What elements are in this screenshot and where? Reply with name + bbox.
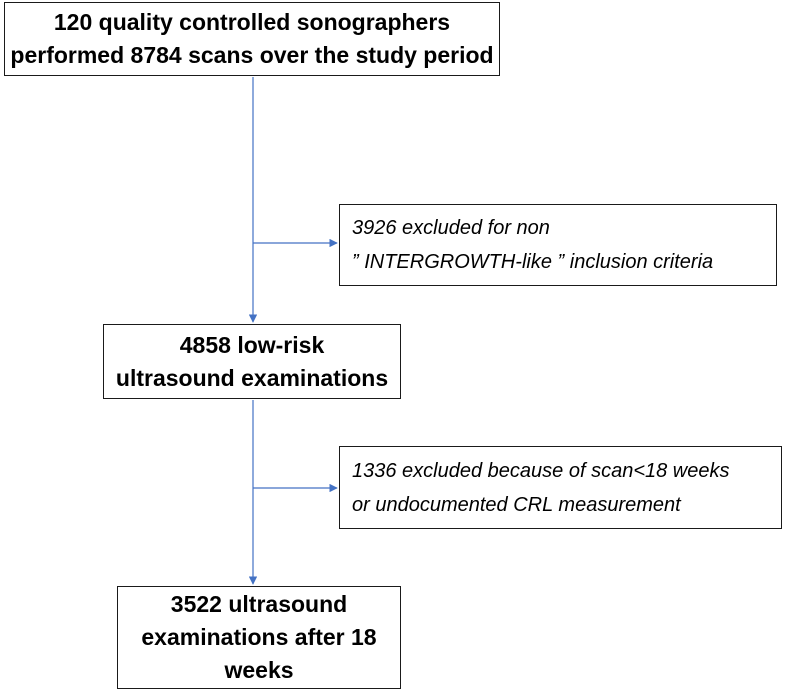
node-excluded-1-line-2: ” INTERGROWTH-like ” inclusion criteria xyxy=(352,251,714,273)
node-excluded-2-line-1: 1336 excluded because of scan<18 weeks xyxy=(352,459,730,482)
node-excluded-2-line-2: or undocumented CRL measurement xyxy=(352,493,681,516)
node-final-line-2: examinations after 18 xyxy=(141,624,377,650)
node-start-line-2: performed 8784 scans over the study peri… xyxy=(10,42,494,68)
node-low-risk-line-1: 4858 low-risk xyxy=(179,331,325,358)
node-excluded-1: 3926 excluded for non ” INTERGROWTH-like… xyxy=(339,204,777,286)
node-final-line-3: weeks xyxy=(224,657,294,683)
node-final-line-1: 3522 ultrasound xyxy=(170,591,348,617)
node-final: 3522 ultrasound examinations after 18 we… xyxy=(117,586,401,689)
node-low-risk-line-2: ultrasound examinations xyxy=(115,364,389,391)
node-start-line-1: 120 quality controlled sonographers xyxy=(53,9,451,35)
node-low-risk: 4858 low-risk ultrasound examinations xyxy=(103,324,401,399)
node-excluded-1-line-1: 3926 excluded for non xyxy=(352,217,550,239)
node-start: 120 quality controlled sonographers perf… xyxy=(4,2,500,76)
node-excluded-2: 1336 excluded because of scan<18 weeks o… xyxy=(339,446,782,529)
